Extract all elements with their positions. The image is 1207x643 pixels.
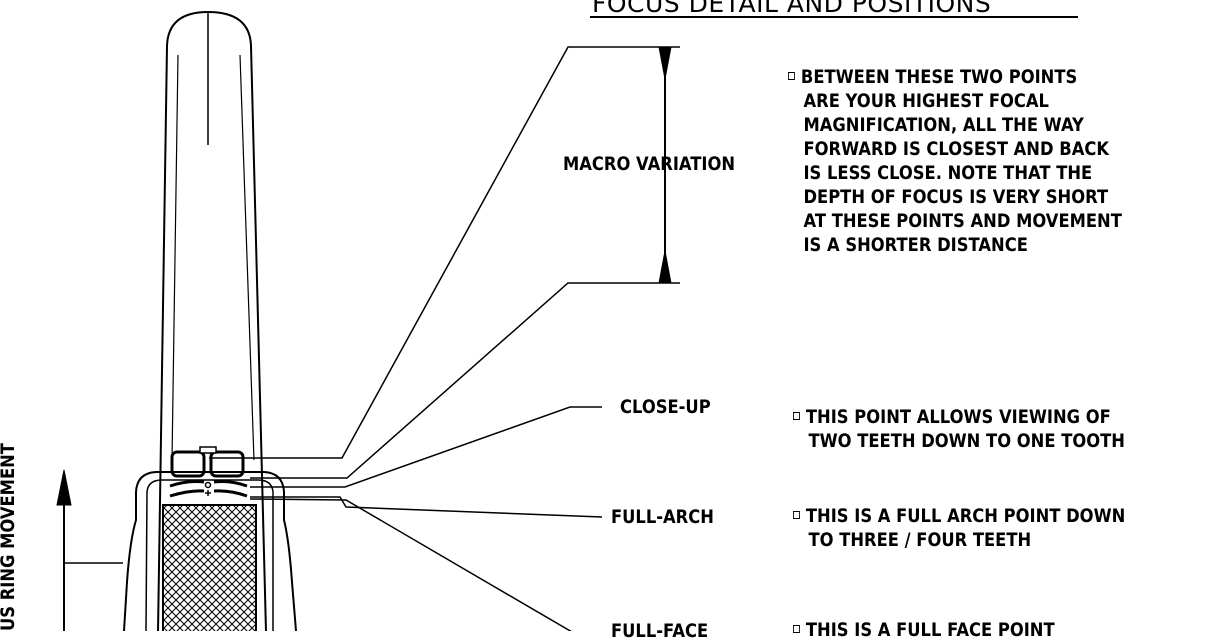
focus-marks	[169, 446, 248, 498]
close-up-label: CLOSE-UP	[620, 396, 711, 418]
device-barrel	[157, 10, 267, 631]
knurled-grip	[162, 504, 257, 631]
full-face-label: FULL-FACE	[611, 620, 709, 642]
macro-dimension-arrow	[658, 46, 672, 284]
full-face-note: THIS IS A FULL FACE POINT	[793, 618, 1055, 642]
full-arch-note: THIS IS A FULL ARCH POINT DOWN TO THREE …	[793, 504, 1125, 552]
full-arch-label: FULL-ARCH	[611, 506, 714, 528]
ring-movement-arrow	[56, 469, 72, 631]
macro-note: BETWEEN THESE TWO POINTS ARE YOUR HIGHES…	[788, 65, 1122, 257]
bullet-icon	[788, 72, 795, 80]
bullet-icon	[793, 511, 800, 519]
macro-variation-label: MACRO VARIATION	[563, 153, 736, 175]
bullet-icon	[793, 412, 800, 420]
diagram-title: FOCUS DETAIL AND POSITIONS	[592, 0, 992, 18]
focus-ring-movement-label: US RING MOVEMENT	[0, 443, 19, 631]
close-up-note: THIS POINT ALLOWS VIEWING OF TWO TEETH D…	[793, 405, 1125, 453]
leader-lines	[63, 46, 680, 631]
bullet-icon	[793, 625, 800, 633]
